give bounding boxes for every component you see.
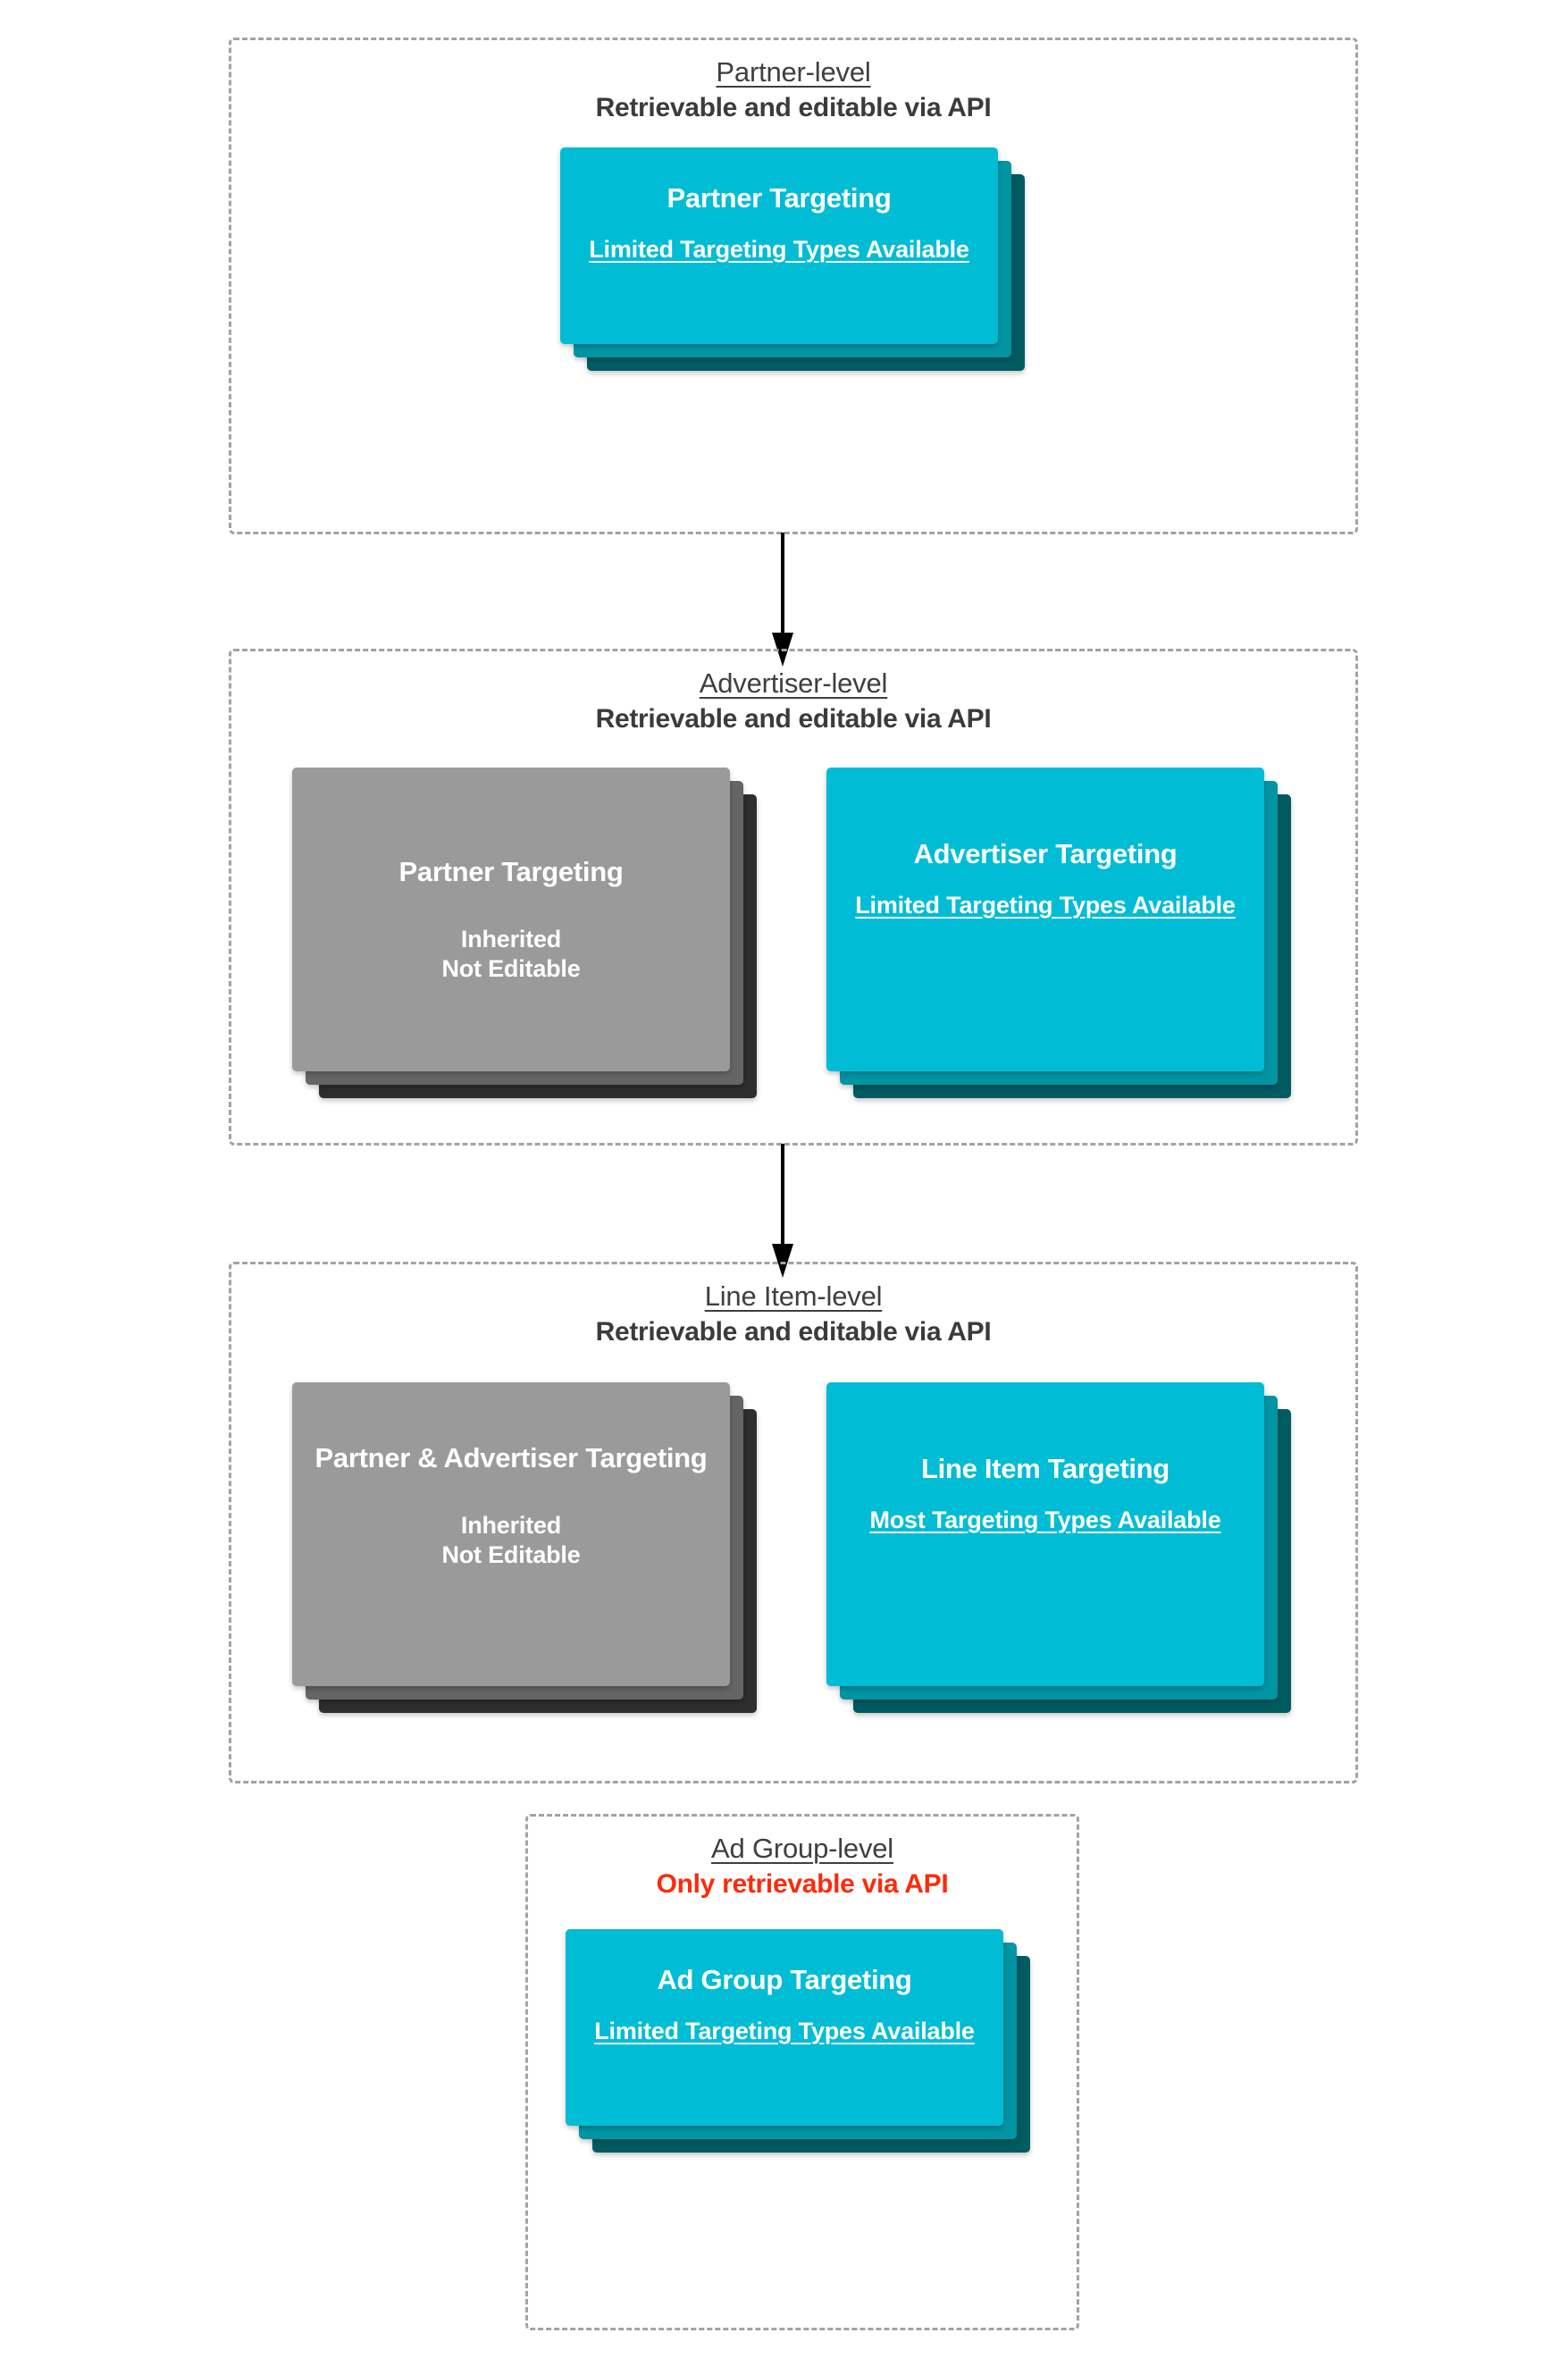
card-stack-advertiser-targeting[interactable]: Advertiser Targeting Limited Targeting T… xyxy=(826,768,1291,1098)
card-content: Line Item Targeting Most Targeting Types… xyxy=(826,1452,1264,1535)
card-title: Partner Targeting xyxy=(398,856,624,887)
level-header-advertiser: Advertiser-level Retrievable and editabl… xyxy=(231,667,1355,735)
level-subtitle-ad-group: Only retrievable via API xyxy=(656,1868,949,1899)
level-title-line-item: Line Item-level xyxy=(704,1280,883,1312)
level-subtitle-partner: Retrievable and editable via API xyxy=(595,92,992,122)
card-content: Partner & Advertiser Targeting Inherited… xyxy=(292,1425,730,1587)
card-layer-front: Line Item Targeting Most Targeting Types… xyxy=(826,1382,1264,1686)
card-content: Partner Targeting Inherited Not Editable xyxy=(292,839,730,1001)
card-layer-front: Partner & Advertiser Targeting Inherited… xyxy=(292,1382,730,1686)
card-note: Limited Targeting Types Available xyxy=(589,235,969,263)
level-container-advertiser: Advertiser-level Retrievable and editabl… xyxy=(229,649,1358,1146)
card-layer-front: Partner Targeting Inherited Not Editable xyxy=(292,768,730,1071)
card-content: Advertiser Targeting Limited Targeting T… xyxy=(826,837,1264,920)
card-stack-partner-targeting[interactable]: Partner Targeting Limited Targeting Type… xyxy=(560,147,1025,371)
level-container-line-item: Line Item-level Retrievable and editable… xyxy=(229,1262,1358,1784)
card-title: Partner Targeting xyxy=(667,182,892,214)
card-note: Inherited Not Editable xyxy=(441,1511,581,1569)
level-header-partner: Partner-level Retrievable and editable v… xyxy=(231,56,1355,124)
card-stack-line-item-inherited[interactable]: Partner & Advertiser Targeting Inherited… xyxy=(292,1382,757,1713)
level-title-advertiser: Advertiser-level xyxy=(699,667,888,699)
card-stack-line-item-targeting[interactable]: Line Item Targeting Most Targeting Types… xyxy=(826,1382,1291,1713)
card-content: Ad Group Targeting Limited Targeting Typ… xyxy=(566,1963,1003,2046)
level-title-partner: Partner-level xyxy=(716,56,871,88)
card-title: Line Item Targeting xyxy=(921,1453,1170,1484)
card-content: Partner Targeting Limited Targeting Type… xyxy=(560,181,998,264)
level-header-ad-group: Ad Group-level Only retrievable via API xyxy=(528,1833,1077,1901)
level-subtitle-advertiser: Retrievable and editable via API xyxy=(595,703,992,734)
level-title-ad-group: Ad Group-level xyxy=(711,1833,893,1864)
level-container-partner: Partner-level Retrievable and editable v… xyxy=(229,38,1358,534)
card-layer-front: Advertiser Targeting Limited Targeting T… xyxy=(826,768,1264,1071)
card-layer-front: Partner Targeting Limited Targeting Type… xyxy=(560,147,998,344)
card-title: Ad Group Targeting xyxy=(657,1964,912,1995)
card-note: Inherited Not Editable xyxy=(441,925,581,983)
level-header-line-item: Line Item-level Retrievable and editable… xyxy=(231,1280,1355,1348)
card-stack-ad-group-targeting[interactable]: Ad Group Targeting Limited Targeting Typ… xyxy=(566,1929,1030,2153)
card-stack-advertiser-inherited[interactable]: Partner Targeting Inherited Not Editable xyxy=(292,768,757,1098)
card-note: Limited Targeting Types Available xyxy=(594,2017,975,2044)
level-subtitle-line-item: Retrievable and editable via API xyxy=(595,1316,992,1347)
card-title: Partner & Advertiser Targeting xyxy=(314,1442,708,1473)
card-note: Limited Targeting Types Available xyxy=(855,891,1236,919)
card-title: Advertiser Targeting xyxy=(913,838,1178,869)
card-layer-front: Ad Group Targeting Limited Targeting Typ… xyxy=(566,1929,1003,2126)
card-note: Most Targeting Types Available xyxy=(869,1506,1221,1533)
connector-advertiser-to-line-item xyxy=(772,1144,793,1278)
level-container-ad-group: Ad Group-level Only retrievable via API … xyxy=(525,1814,1079,2330)
